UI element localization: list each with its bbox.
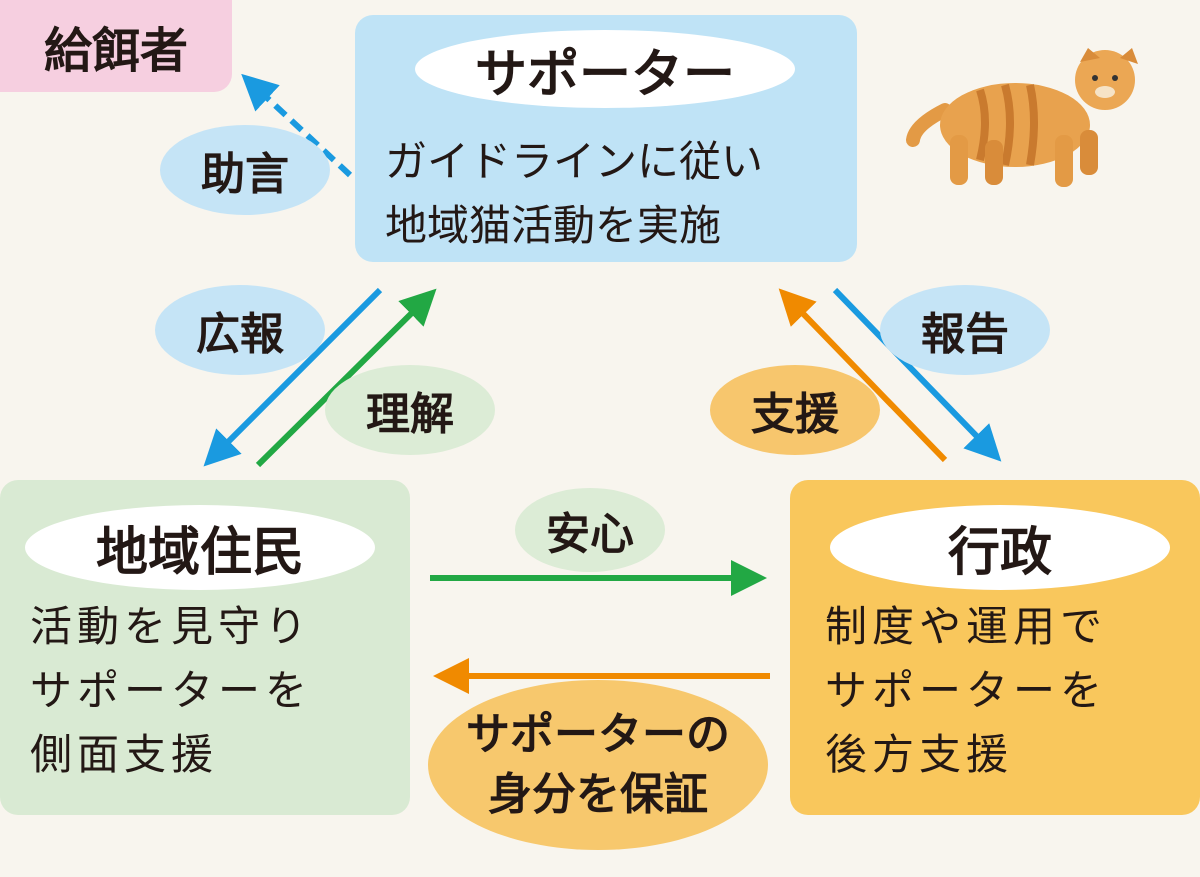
feeder-box: 給餌者 [0,0,232,92]
government-box: 行政 制度や運用でサポーターを後方支援 [790,480,1200,815]
report-bubble: 報告 [880,285,1050,375]
publicity-arrow [203,287,383,467]
support-bubble: 支援 [710,365,880,455]
residents-box: 地域住民 活動を見守りサポーターを側面支援 [0,480,410,815]
guarantee-bubble: サポーターの身分を保証 [428,680,768,850]
publicity-bubble: 広報 [155,285,325,375]
feeder-label: 給餌者 [43,23,188,79]
advice-bubble: 助言 [160,125,330,215]
residents-description: 活動を見守りサポーターを側面支援 [30,602,313,779]
support-arrow [778,288,948,463]
supporter-title: サポーター [415,30,795,108]
advice-arrow [241,73,353,178]
residents-title: 地域住民 [25,505,375,590]
understanding-bubble: 理解 [325,365,495,455]
supporter-box: サポーター ガイドラインに従い地域猫活動を実施 [355,15,857,262]
government-description: 制度や運用でサポーターを後方支援 [825,602,1108,779]
cat-illustration [906,48,1138,187]
reassurance-bubble: 安心 [515,488,665,572]
supporter-description: ガイドラインに従い地域猫活動を実施 [385,137,764,250]
government-title: 行政 [830,505,1170,590]
report-arrow [832,287,1002,462]
